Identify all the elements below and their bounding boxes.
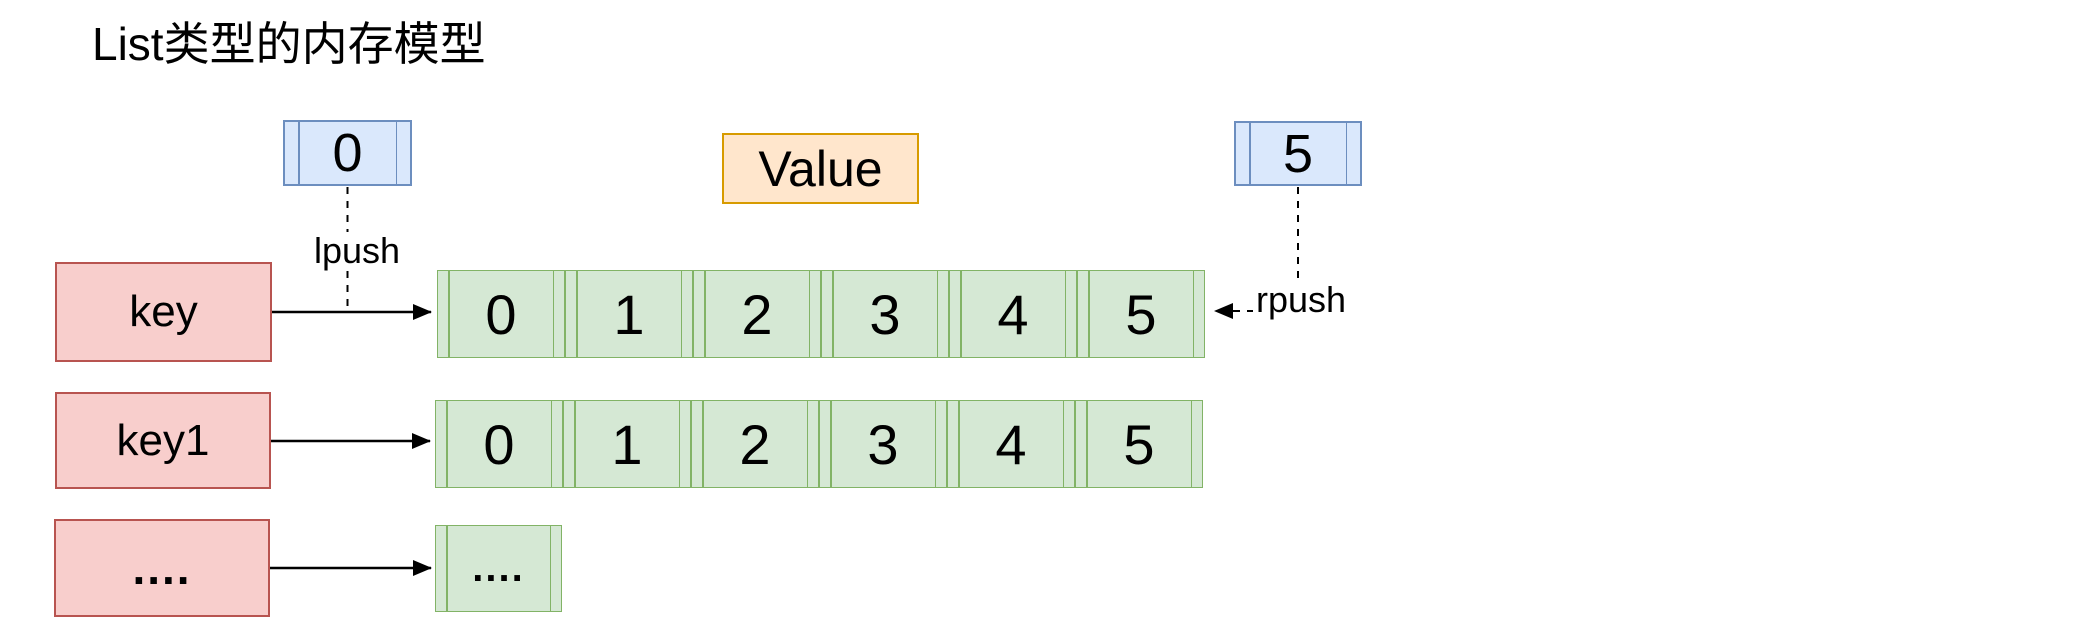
list-cell: .... — [435, 525, 562, 612]
cell-value: 0 — [483, 412, 515, 476]
cell-value: 0 — [485, 282, 517, 346]
list-cell: 3 — [819, 400, 947, 488]
key-label: key1 — [116, 415, 210, 465]
rpush-arrow-label: rpush — [1253, 281, 1349, 319]
list-cell: 4 — [949, 270, 1077, 358]
cell-value: .... — [472, 546, 525, 590]
list-cell: 2 — [691, 400, 819, 488]
list-cell: 1 — [565, 270, 693, 358]
list-row1: 0 1 2 3 4 5 — [437, 270, 1205, 358]
cell-value: 1 — [611, 412, 643, 476]
lpush-arrow-label: lpush — [310, 232, 404, 270]
cell-value: 2 — [741, 282, 773, 346]
list-row3: .... — [435, 525, 562, 612]
cell-value: 3 — [869, 282, 901, 346]
list-cell: 4 — [947, 400, 1075, 488]
list-cell: 0 — [437, 270, 565, 358]
key-box-row2: key1 — [55, 392, 271, 489]
cell-value: 2 — [739, 412, 771, 476]
cell-value: 3 — [867, 412, 899, 476]
cell-value: 5 — [1125, 282, 1157, 346]
list-cell: 1 — [563, 400, 691, 488]
list-cell: 0 — [435, 400, 563, 488]
rpush-value-box: 5 — [1234, 121, 1362, 186]
key-label: key — [129, 287, 198, 336]
cell-value: 4 — [997, 282, 1029, 346]
key-label: .... — [132, 542, 192, 594]
list-cell: 2 — [693, 270, 821, 358]
value-label: Value — [758, 140, 883, 197]
lpush-value: 0 — [332, 123, 363, 183]
value-box: Value — [722, 133, 919, 204]
cell-value: 1 — [613, 282, 645, 346]
lpush-value-box: 0 — [283, 120, 412, 186]
list-cell: 5 — [1077, 270, 1205, 358]
diagram-title: List类型的内存模型 — [92, 18, 486, 70]
list-row2: 0 1 2 3 4 5 — [435, 400, 1203, 488]
key-box-row3: .... — [54, 519, 270, 617]
cell-value: 5 — [1123, 412, 1155, 476]
rpush-value: 5 — [1282, 123, 1314, 184]
list-cell: 5 — [1075, 400, 1203, 488]
list-cell: 3 — [821, 270, 949, 358]
key-box-row1: key — [55, 262, 272, 362]
cell-value: 4 — [995, 412, 1027, 476]
